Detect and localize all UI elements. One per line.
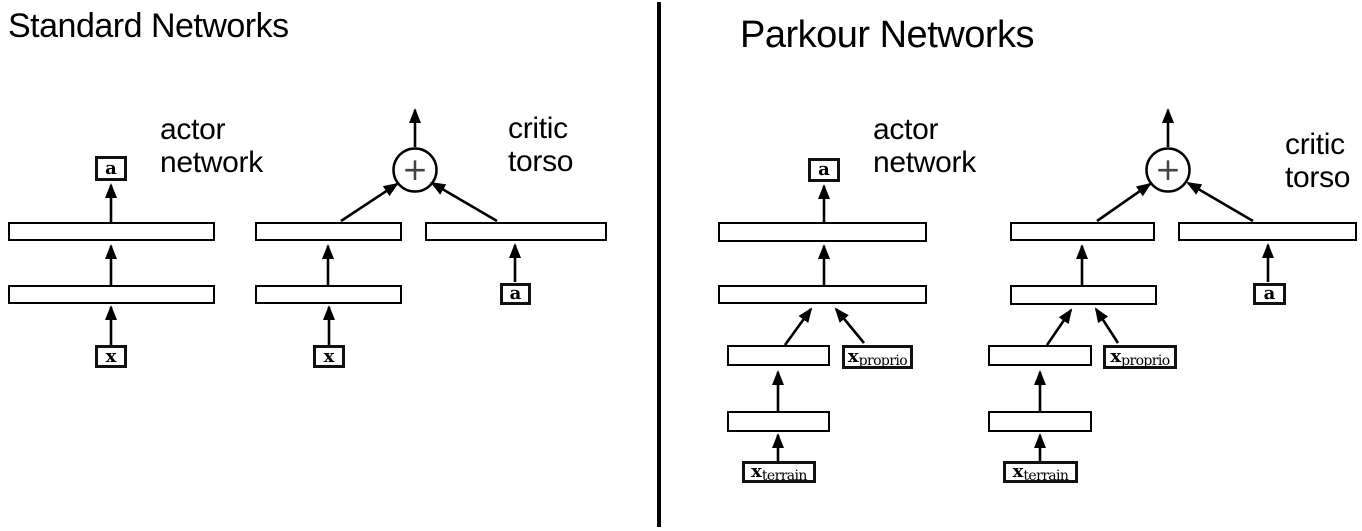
arrow-std-critic-action-to-sum	[430, 181, 498, 223]
arrow-std-critic-obs-to-sum	[340, 182, 399, 223]
label-line-2: network	[873, 146, 976, 179]
label-line-2: network	[160, 146, 263, 179]
arrow-pk-critic-proprio-to-obs2	[1094, 307, 1120, 344]
box-label-subscript: proprio	[858, 353, 908, 369]
box-label: a	[1263, 283, 1276, 304]
pk-critic-action-layer	[1178, 222, 1357, 241]
parkour-sum-plus: +	[1155, 151, 1181, 188]
box-label-subscript: terrain	[761, 468, 808, 484]
pk-critic-obs-layer-1	[1010, 222, 1155, 241]
arrow-pk-critic-terrain-to-obs2	[1045, 308, 1073, 346]
label-line-2: torso	[508, 145, 574, 178]
pk-actor-output-box: a	[808, 158, 840, 182]
std-critic-action-input-box: a	[500, 283, 531, 305]
std-critic-obs-layer-2	[255, 285, 402, 304]
pk-critic-action-input-box: a	[1253, 283, 1286, 305]
standard-sum-plus: +	[402, 151, 428, 188]
pk-actor-layer-1	[718, 222, 927, 242]
label-line-1: actor	[160, 113, 226, 146]
std-actor-layer-2	[8, 285, 215, 304]
box-label: a	[818, 159, 830, 180]
arrow-pk-critic-action-to-sum	[1186, 181, 1254, 223]
std-actor-input-box: x	[95, 345, 127, 368]
parkour-critic-sum-circle	[1145, 147, 1191, 193]
box-label: a	[105, 157, 117, 179]
std-critic-action-layer	[425, 222, 607, 241]
label-line-1: actor	[873, 113, 939, 146]
parkour-critic-torso-label: critic torso	[1285, 128, 1351, 194]
pk-actor-terrain-layer-2	[727, 411, 830, 432]
standard-critic-torso-label: critic torso	[508, 112, 574, 178]
box-label: x	[105, 345, 117, 367]
parkour-networks-title: Parkour Networks	[740, 14, 1034, 56]
pk-actor-terrain-layer-1	[727, 345, 830, 366]
box-label: a	[509, 283, 522, 304]
std-critic-obs-layer-1	[255, 222, 402, 241]
standard-networks-title: Standard Networks	[8, 7, 289, 45]
std-actor-layer-1	[8, 222, 215, 241]
arrow-pk-actor-terrain-to-layer2	[783, 307, 813, 346]
label-line-1: critic	[1285, 128, 1345, 161]
box-label-subscript: proprio	[1121, 353, 1170, 369]
std-actor-output-box: a	[95, 156, 127, 181]
box-label-base: x	[1110, 346, 1122, 367]
panel-divider	[657, 2, 661, 527]
std-critic-obs-input-box: x	[313, 345, 345, 368]
box-label: x	[323, 345, 335, 367]
pk-critic-terrain-layer-1	[988, 345, 1092, 366]
label-line-1: critic	[508, 112, 568, 145]
standard-actor-network-label: actor network	[160, 113, 263, 179]
box-label-base: x	[1012, 461, 1024, 482]
box-label-subscript: terrain	[1023, 468, 1069, 484]
label-line-2: torso	[1285, 161, 1351, 194]
box-label-base: x	[751, 461, 762, 482]
standard-critic-sum-circle	[392, 147, 438, 193]
pk-critic-obs-layer-2	[1010, 285, 1157, 305]
arrow-pk-actor-proprio-to-layer2	[834, 307, 866, 344]
pk-actor-layer-2	[718, 285, 927, 304]
box-label-base: x	[847, 346, 859, 367]
pk-critic-terrain-layer-2	[988, 411, 1092, 432]
parkour-actor-network-label: actor network	[873, 113, 976, 179]
arrow-pk-critic-obs-to-sum	[1096, 182, 1152, 223]
